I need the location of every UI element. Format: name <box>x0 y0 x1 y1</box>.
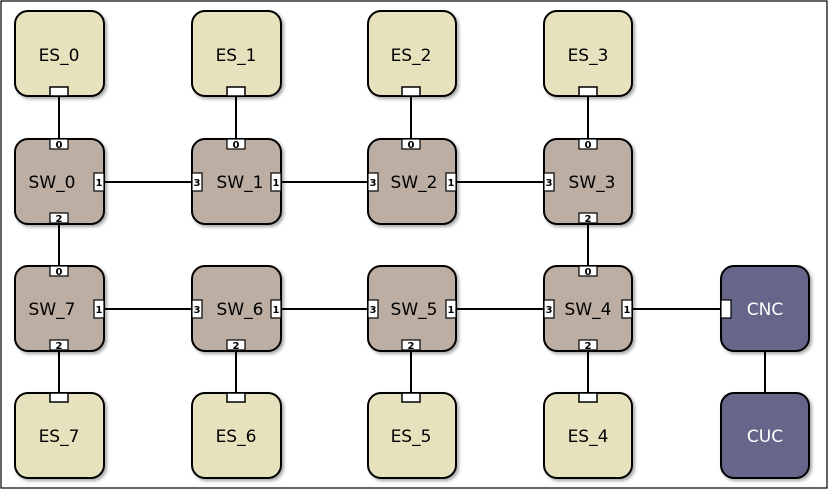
switch-sw6[interactable]: SW_6 1 2 3 <box>191 265 282 352</box>
port-0-box <box>49 265 69 277</box>
port-box <box>578 86 598 97</box>
port-2-box <box>578 339 598 351</box>
port-1-label: 1 <box>624 305 631 316</box>
port-2-box <box>49 339 69 351</box>
port-1-label: 1 <box>448 305 455 316</box>
port-0-box <box>49 138 69 150</box>
port-box <box>401 392 421 403</box>
end-station-label: ES_3 <box>568 46 609 66</box>
end-station-label: ES_7 <box>39 427 80 447</box>
end-station-label: ES_2 <box>391 46 432 66</box>
port-3-box <box>543 172 555 192</box>
switch-sw2[interactable]: SW_2 0 1 3 <box>367 138 457 225</box>
end-station-es0[interactable]: ES_0 <box>14 10 105 97</box>
port-box <box>578 392 598 403</box>
port-3-label: 3 <box>194 305 201 316</box>
port-1-label: 1 <box>96 178 103 189</box>
port-box <box>226 86 246 97</box>
end-station-es1[interactable]: ES_1 <box>191 10 282 97</box>
port-3-box <box>191 172 203 192</box>
end-station-es5[interactable]: ES_5 <box>367 392 457 479</box>
switch-label: SW_3 <box>569 173 616 193</box>
controller-label: CNC <box>747 300 783 320</box>
end-station-es4[interactable]: ES_4 <box>543 392 633 479</box>
port-box <box>401 86 421 97</box>
port-0-label: 0 <box>56 140 63 151</box>
port-0-label: 0 <box>56 267 63 278</box>
switch-sw5[interactable]: SW_5 1 2 3 <box>367 265 457 352</box>
port-0-label: 0 <box>233 140 240 151</box>
port-3-label: 3 <box>194 178 201 189</box>
switch-sw3[interactable]: SW_3 0 2 3 <box>543 138 633 225</box>
end-station-label: ES_6 <box>216 427 257 447</box>
port-2-label: 2 <box>56 214 63 225</box>
port-1-box <box>270 172 282 192</box>
switch-sw7[interactable]: SW_7 0 1 2 <box>14 265 105 352</box>
port-3-box <box>367 172 379 192</box>
port-0-label: 0 <box>585 267 592 278</box>
port-2-label: 2 <box>233 341 240 352</box>
switch-label: SW_6 <box>217 300 264 320</box>
end-station-label: ES_4 <box>568 427 609 447</box>
port-0-box <box>578 265 598 277</box>
port-1-label: 1 <box>96 305 103 316</box>
port-2-label: 2 <box>56 341 63 352</box>
port-box <box>720 299 732 319</box>
switch-sw0[interactable]: SW_0 0 1 2 <box>14 138 105 225</box>
controller-cuc[interactable]: CUC <box>720 392 810 479</box>
port-3-label: 3 <box>546 178 553 189</box>
switch-label: SW_0 <box>29 173 76 193</box>
port-1-box <box>93 299 105 319</box>
end-station-es6[interactable]: ES_6 <box>191 392 282 479</box>
port-1-box <box>445 299 457 319</box>
port-1-box <box>270 299 282 319</box>
port-2-label: 2 <box>408 341 415 352</box>
switch-sw4[interactable]: SW_4 0 1 2 3 <box>543 265 633 352</box>
port-3-box <box>367 299 379 319</box>
port-3-label: 3 <box>370 305 377 316</box>
end-station-es7[interactable]: ES_7 <box>14 392 105 479</box>
end-station-label: ES_0 <box>39 46 80 66</box>
port-2-label: 2 <box>585 214 592 225</box>
port-2-box <box>49 212 69 224</box>
port-1-box <box>621 299 633 319</box>
controller-cnc[interactable]: CNC <box>720 265 810 352</box>
port-1-label: 1 <box>448 178 455 189</box>
port-3-label: 3 <box>370 178 377 189</box>
port-0-box <box>401 138 421 150</box>
port-1-box <box>93 172 105 192</box>
end-station-label: ES_1 <box>216 46 257 66</box>
port-3-label: 3 <box>546 305 553 316</box>
switch-label: SW_4 <box>565 300 612 320</box>
end-station-es3[interactable]: ES_3 <box>543 10 633 97</box>
port-1-box <box>445 172 457 192</box>
end-station-label: ES_5 <box>391 427 432 447</box>
port-3-box <box>191 299 203 319</box>
port-box <box>49 86 69 97</box>
end-station-es2[interactable]: ES_2 <box>367 10 457 97</box>
port-0-box <box>226 138 246 150</box>
port-3-box <box>543 299 555 319</box>
port-1-label: 1 <box>273 178 280 189</box>
switch-label: SW_1 <box>217 173 264 193</box>
port-2-box <box>578 212 598 224</box>
port-box <box>226 392 246 403</box>
port-2-label: 2 <box>585 341 592 352</box>
switch-label: SW_2 <box>391 173 438 193</box>
port-0-label: 0 <box>408 140 415 151</box>
port-2-box <box>401 339 421 351</box>
port-1-label: 1 <box>273 305 280 316</box>
port-0-box <box>578 138 598 150</box>
port-0-label: 0 <box>585 140 592 151</box>
switch-sw1[interactable]: SW_1 0 1 3 <box>191 138 282 225</box>
port-box <box>49 392 69 403</box>
controller-label: CUC <box>747 427 783 447</box>
port-2-box <box>226 339 246 351</box>
switch-label: SW_7 <box>29 300 76 320</box>
switch-label: SW_5 <box>391 300 438 320</box>
links-layer <box>58 96 766 396</box>
